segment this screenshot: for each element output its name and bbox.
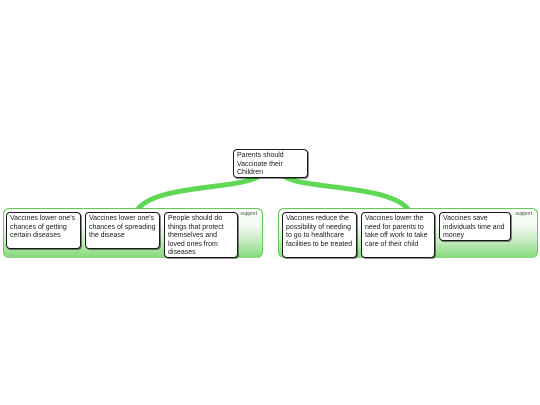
reason-node[interactable]: People should do things that protect the… [164,212,238,258]
group-label-support: support [240,211,257,217]
reason-node[interactable]: Vaccines lower one's chances of spreadin… [85,212,160,249]
connector-right [281,173,413,215]
root-claim-text: Parents should Vaccinate their Children [237,152,284,177]
reason-node[interactable]: Vaccines save individuals time and money [439,212,511,241]
reason-text: Vaccines lower one's chances of getting … [10,215,76,240]
reason-node[interactable]: Vaccines lower one's chances of getting … [6,212,81,249]
reason-text: Vaccines lower one's chances of spreadin… [89,215,156,240]
reason-node[interactable]: Vaccines reduce the possibility of needi… [282,212,357,258]
reason-text: Vaccines save individuals time and money [443,215,505,240]
reason-node[interactable]: Vaccines lower the need for parents to t… [361,212,435,258]
reason-text: Vaccines reduce the possibility of needi… [286,215,353,248]
root-claim-node[interactable]: Parents should Vaccinate their Children [233,149,308,178]
group-label-support: support [515,211,532,217]
reason-text: People should do things that protect the… [168,215,224,257]
reason-text: Vaccines lower the need for parents to t… [365,215,428,248]
connector-left [133,173,262,215]
